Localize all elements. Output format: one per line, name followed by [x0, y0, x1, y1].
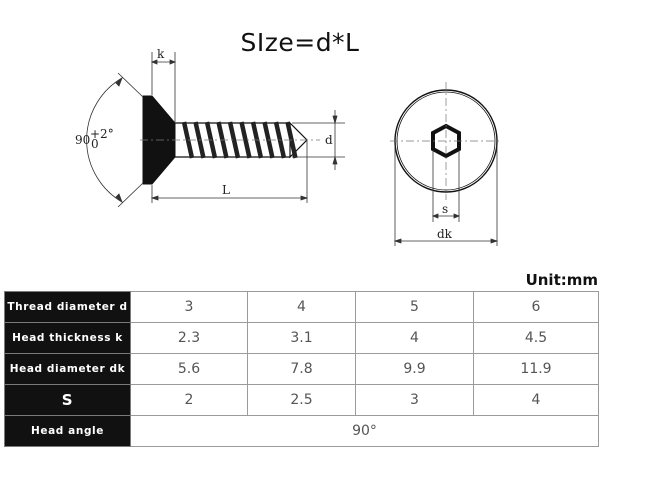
- table-cell: 5: [355, 291, 474, 323]
- dim-s: [431, 150, 461, 222]
- thread-stroke: [227, 121, 241, 159]
- dim-L: [150, 141, 309, 203]
- table-row-s: S 2 2.5 3 4: [4, 384, 599, 416]
- screw-technical-drawing: k L d 90 +2° 0 s: [75, 47, 502, 246]
- row-header: Head thickness k: [4, 322, 131, 354]
- table-cell: 6: [473, 291, 599, 323]
- table-cell: 2: [130, 384, 248, 416]
- dim-k-label: k: [157, 47, 165, 61]
- dim-s-label: s: [442, 202, 448, 216]
- angle-tol-lower: 0: [91, 137, 99, 151]
- dim-dk-label: dk: [437, 227, 453, 241]
- row-header: Head angle: [4, 415, 131, 447]
- table-row-head-diameter: Head diameter dk 5.6 7.8 9.9 11.9: [4, 353, 599, 385]
- dim-angle: [86, 72, 144, 208]
- screw-side-view: [140, 95, 320, 185]
- dim-k: [150, 52, 177, 122]
- row-header: Head diameter dk: [4, 353, 131, 385]
- unit-label: Unit:mm: [525, 271, 598, 289]
- table-row-head-thickness: Head thickness k 2.3 3.1 4 4.5: [4, 322, 599, 354]
- table-cell: 4: [247, 291, 356, 323]
- table-cell: 11.9: [473, 353, 599, 385]
- table-cell: 2.5: [247, 384, 356, 416]
- row-header: S: [4, 384, 131, 416]
- dim-d: [292, 110, 345, 170]
- table-cell: 4: [473, 384, 599, 416]
- table-cell: 3: [355, 384, 474, 416]
- table-cell: 2.3: [130, 322, 248, 354]
- thread-stroke: [239, 121, 252, 159]
- table-cell: 4.5: [473, 322, 599, 354]
- table-cell: 3: [130, 291, 248, 323]
- table-cell: 3.1: [247, 322, 356, 354]
- size-formula-title: SIze=d*L: [240, 28, 360, 57]
- dim-d-label: d: [325, 133, 333, 147]
- table-cell-span: 90°: [130, 415, 599, 447]
- table-cell: 7.8: [247, 353, 356, 385]
- dim-dk: [393, 145, 499, 246]
- table-cell: 4: [355, 322, 474, 354]
- angle-label: 90: [75, 133, 90, 147]
- table-cell: 5.6: [130, 353, 248, 385]
- angle-tol-upper: +2°: [90, 127, 114, 141]
- table-row-head-angle: Head angle 90°: [4, 415, 599, 447]
- table-row-thread-diameter: Thread diameter d 3 4 5 6: [4, 291, 599, 323]
- table-cell: 9.9: [355, 353, 474, 385]
- spec-table: Thread diameter d 3 4 5 6 Head thickness…: [4, 291, 599, 447]
- screw-end-view: [390, 82, 502, 200]
- row-header: Thread diameter d: [4, 291, 131, 323]
- dim-L-label: L: [222, 183, 230, 197]
